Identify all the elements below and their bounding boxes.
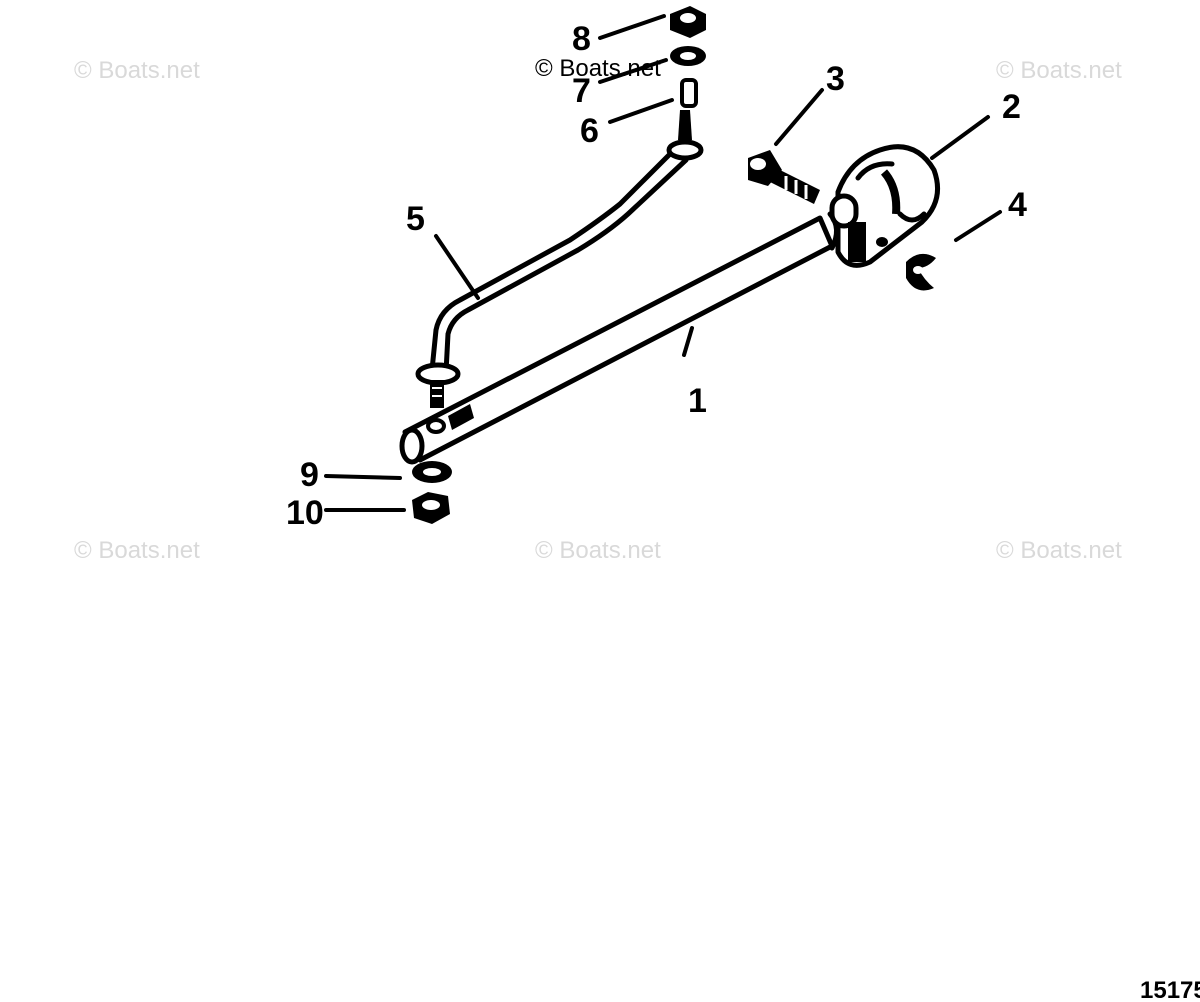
steering-link-rod-icon (399, 211, 839, 465)
leader-7 (598, 58, 668, 84)
locknut-icon (412, 492, 450, 524)
link-arm-icon (415, 110, 704, 408)
callout-7: 7 (572, 72, 591, 110)
callout-3: 3 (826, 60, 845, 98)
callout-10: 10 (286, 494, 324, 532)
leader-1 (682, 326, 694, 357)
flat-washer-icon (412, 461, 452, 483)
leader-5 (434, 234, 480, 300)
spacer-icon (680, 78, 698, 108)
steering-cylinder-icon (829, 144, 940, 268)
watermark-top-left: © Boats.net (74, 57, 200, 84)
watermark-top-right: © Boats.net (996, 57, 1122, 84)
flat-washer-icon (670, 46, 706, 66)
bolt-icon (748, 150, 820, 204)
leader-lines (324, 14, 1002, 512)
callout-8: 8 (572, 20, 591, 58)
callout-5: 5 (406, 200, 425, 238)
retaining-clip-icon (906, 253, 936, 291)
leader-2 (930, 115, 990, 160)
leader-9 (324, 474, 402, 480)
callout-1: 1 (688, 382, 707, 420)
leader-8 (598, 14, 666, 40)
watermark-mid-center: © Boats.net (535, 537, 661, 564)
watermark-mid-right: © Boats.net (996, 537, 1122, 564)
callout-6: 6 (580, 112, 599, 150)
locknut-icon (670, 6, 706, 38)
callout-2: 2 (1002, 88, 1021, 126)
leader-4 (954, 210, 1002, 242)
leader-6 (608, 98, 674, 124)
watermark-group: © Boats.net © Boats.net © Boats.net © Bo… (74, 55, 1122, 564)
figure-number: 15175 (1140, 977, 1200, 1002)
watermark-mid-left: © Boats.net (74, 537, 200, 564)
callout-labels: 1 2 3 4 5 6 7 8 9 10 (286, 20, 1027, 532)
leader-3 (774, 88, 824, 146)
callout-4: 4 (1008, 186, 1027, 224)
callout-9: 9 (300, 456, 319, 494)
